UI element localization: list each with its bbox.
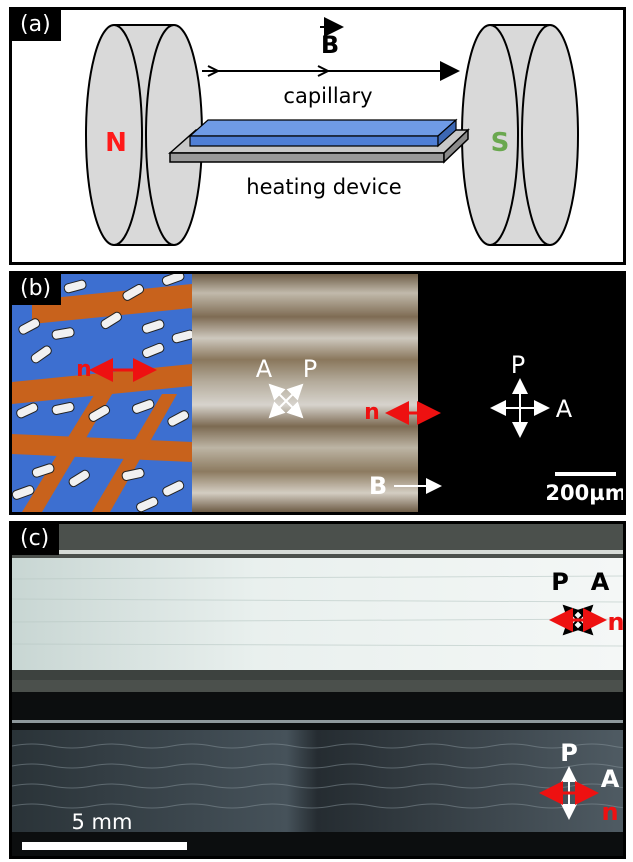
field-label: B (321, 31, 339, 59)
scale-bar-c (22, 842, 187, 850)
dark-field-image: n P A B 200µm (364, 351, 623, 505)
bottom-director-label: n (601, 798, 618, 826)
director-label-left: n (76, 357, 92, 382)
panel-a: (a) N S B (9, 7, 626, 265)
north-magnet: N (85, 24, 203, 246)
analyzer-label-right: A (556, 395, 573, 423)
analyzer-label: A (256, 355, 273, 383)
south-label: S (491, 128, 510, 158)
polarizer-label-right: P (511, 351, 525, 379)
bottom-analyzer-label: A (601, 765, 620, 793)
scale-label-b: 200µm (545, 481, 623, 505)
capillary-label: capillary (283, 84, 372, 108)
micrograph: A P (192, 274, 418, 512)
panel-c: (c) (9, 521, 626, 859)
polarizer-label: P (303, 355, 317, 383)
magnet-setup-diagram: N S B capillary (85, 17, 579, 246)
fiber-schematic: n (12, 274, 192, 512)
capillary (188, 118, 458, 148)
panel-c-tag: (c) (12, 524, 60, 555)
crossed-polarizers-icon (268, 383, 304, 419)
top-capillary-image: P A n (12, 524, 623, 692)
bottom-polarizer-label: P (560, 739, 578, 767)
bottom-capillary-image: P A n 5 mm (12, 692, 623, 856)
panel-b: (b) (9, 271, 626, 515)
top-polarizer-label: P (551, 568, 569, 596)
top-director-label: n (607, 608, 623, 636)
magnetic-field-arrow: B (202, 17, 460, 81)
panel-b-tag: (b) (12, 274, 62, 305)
scale-label-c: 5 mm (72, 810, 133, 834)
south-magnet: S (461, 24, 579, 246)
field-label-b: B (369, 472, 387, 500)
panel-b-figure: n A P n P A B 200µm (12, 274, 623, 512)
heating-device-label: heating device (246, 175, 401, 199)
parallel-polarizers-icon (490, 378, 550, 438)
panel-c-figure: P A n P A n (12, 524, 623, 856)
north-label: N (105, 128, 127, 158)
top-analyzer-label: A (591, 568, 610, 596)
panel-a-tag: (a) (12, 10, 61, 41)
director-label-right: n (364, 400, 380, 425)
